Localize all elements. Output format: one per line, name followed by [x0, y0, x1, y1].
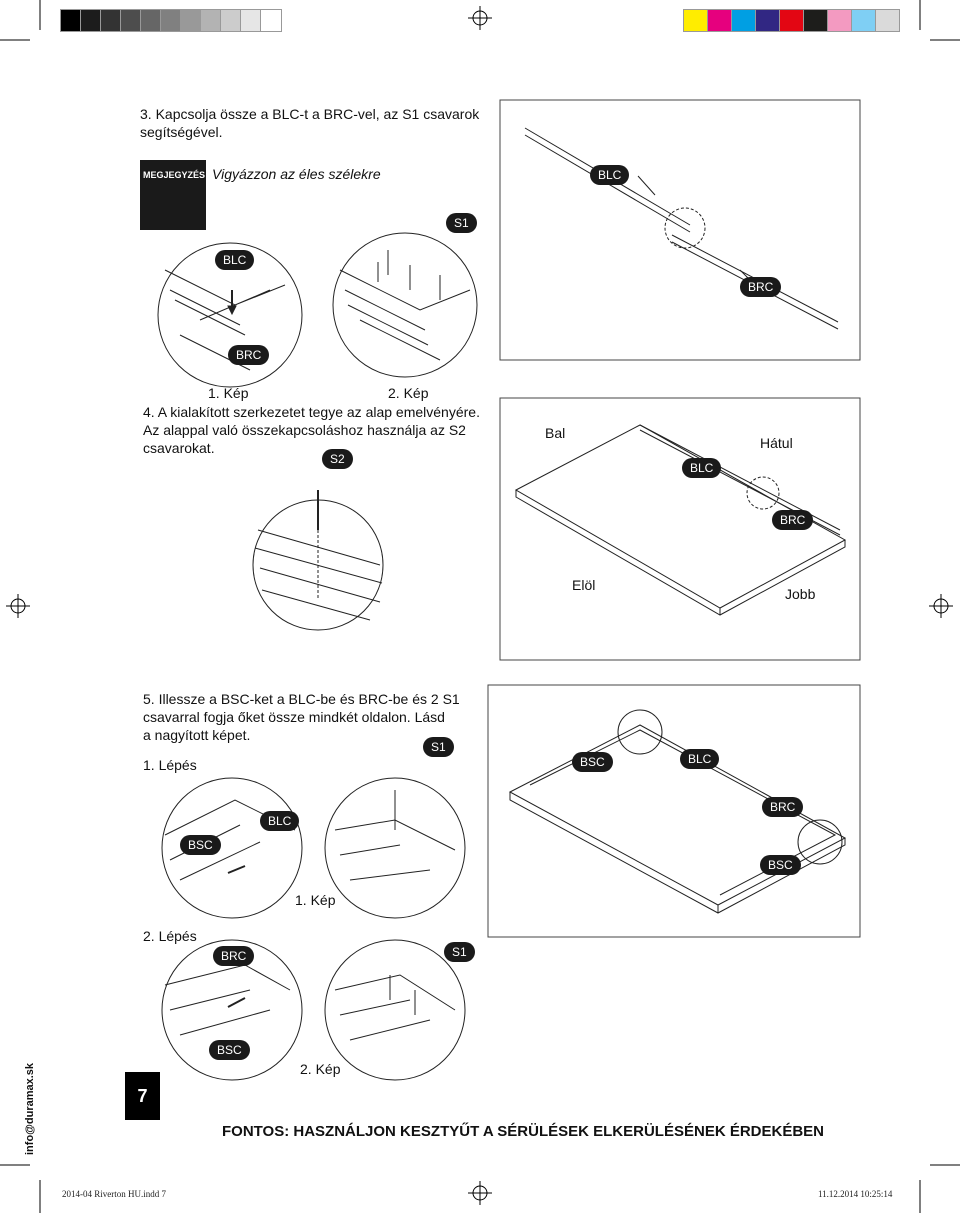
label-bsc-big2: BSC — [760, 855, 801, 875]
step4-text-line2: Az alappal való összekapcsoláshoz haszná… — [143, 422, 466, 438]
label-bsc-b: BSC — [209, 1040, 250, 1060]
step5-text-line2: csavarral fogja őket össze mindkét oldal… — [143, 709, 445, 725]
label-brc: BRC — [228, 345, 270, 365]
page-number: 7 — [125, 1072, 160, 1120]
step5-text-line3: a nagyított képet. — [143, 727, 251, 743]
label-brc-big: BRC — [762, 797, 804, 817]
note-label: MEGJEGYZÉS — [143, 170, 206, 180]
label-s1-b: S1 — [444, 942, 475, 962]
step3-text-line2: segítségével. — [140, 124, 223, 140]
registration-mark-left — [6, 594, 30, 618]
label-s1: S1 — [446, 213, 477, 233]
step5-text-line1: 5. Illessze a BSC-ket a BLC-be és BRC-be… — [143, 691, 460, 707]
caption-kep2: 2. Kép — [388, 385, 429, 401]
file-info: 2014-04 Riverton HU.indd 7 — [62, 1189, 166, 1199]
label-bsc-a: BSC — [180, 835, 221, 855]
step4-text-line3: csavarokat. — [143, 440, 215, 456]
warning-text: FONTOS: HASZNÁLJON KESZTYŰT A SÉRÜLÉSEK … — [222, 1123, 824, 1140]
label-blc-a: BLC — [260, 811, 300, 831]
step5-caption2: 2. Kép — [300, 1061, 341, 1077]
label-blc-big: BLC — [680, 749, 720, 769]
registration-mark-top — [468, 6, 492, 30]
label-blc: BLC — [215, 250, 255, 270]
note-icon — [140, 160, 206, 230]
gray-swatch — [260, 9, 282, 32]
step5-caption1: 1. Kép — [295, 892, 336, 908]
label-brc-step4: BRC — [772, 510, 814, 530]
color-swatch — [875, 9, 900, 32]
label-jobb: Jobb — [785, 586, 816, 602]
detail-circle-2 — [332, 232, 478, 378]
label-bsc-big1: BSC — [572, 752, 613, 772]
step5-lepes1: 1. Lépés — [143, 757, 197, 773]
side-contact: info@duramax.sk — [24, 1062, 36, 1155]
label-elol: Elöl — [572, 577, 596, 593]
screw-detail-circle — [252, 490, 384, 631]
label-bal: Bal — [545, 425, 566, 441]
note-text: Vigyázzon az éles szélekre — [212, 166, 381, 182]
registration-mark-bottom — [468, 1181, 492, 1205]
label-hatul: Hátul — [760, 435, 793, 451]
label-blc-top: BLC — [590, 165, 630, 185]
detail-circle-1 — [157, 242, 303, 388]
step3-text-line1: 3. Kapcsolja össze a BLC-t a BRC-vel, az… — [140, 106, 480, 122]
label-brc-b: BRC — [213, 946, 255, 966]
caption-kep1: 1. Kép — [208, 385, 249, 401]
step5-detail-4 — [324, 939, 466, 1081]
label-s2: S2 — [322, 449, 353, 469]
label-s1-a: S1 — [423, 737, 454, 757]
step4-text-line1: 4. A kialakított szerkezetet tegye az al… — [143, 404, 480, 420]
rail-diagram-step3 — [524, 127, 839, 330]
timestamp: 11.12.2014 10:25:14 — [818, 1189, 893, 1199]
registration-mark-right — [929, 594, 953, 618]
step5-detail-2 — [324, 777, 466, 919]
label-brc-rail: BRC — [740, 277, 782, 297]
label-blc-step4: BLC — [682, 458, 722, 478]
step5-lepes2: 2. Lépés — [143, 928, 197, 944]
